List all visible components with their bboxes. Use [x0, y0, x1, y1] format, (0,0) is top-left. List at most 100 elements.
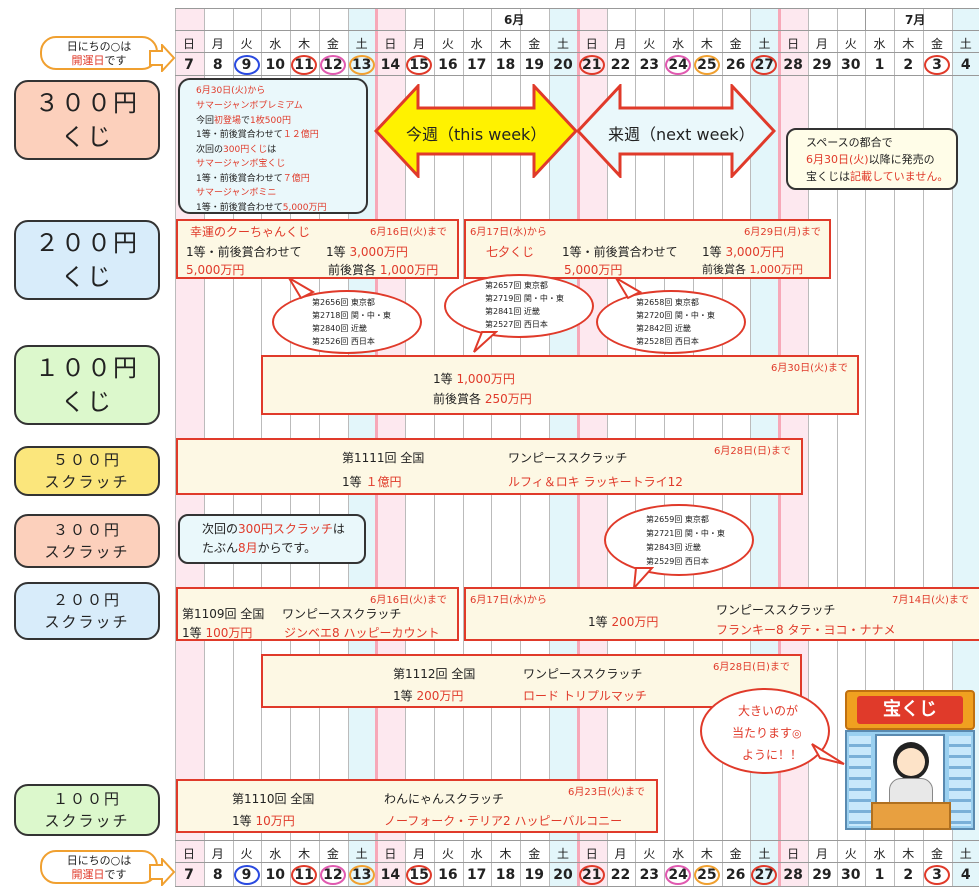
weekday-label: 木	[902, 37, 915, 51]
weekday-label: 月	[815, 37, 828, 51]
legend-lucky-day: 開運日	[71, 54, 105, 67]
weekday-label: 木	[298, 37, 311, 51]
date-label: 22	[610, 867, 631, 883]
date-label: 7	[184, 57, 194, 73]
date-label: 23	[639, 867, 660, 883]
month-june: 6月	[504, 13, 525, 27]
legend-arrow-icon	[149, 44, 176, 72]
lucky-day-circle	[751, 55, 778, 75]
bubble-schedule-3	[596, 290, 746, 354]
date-label: 16	[438, 867, 458, 883]
weekday-label: 月	[614, 847, 627, 861]
bubble-tail-icon	[288, 277, 315, 300]
legend-line1: 日にちの○は	[66, 854, 132, 867]
legend-suffix: です	[104, 868, 127, 881]
day-column	[865, 8, 894, 887]
scratch-200-jinbe: 6月16日(火)まで 第1109回 全国 ワンピーススクラッチ 1等 100万円…	[176, 587, 459, 641]
weekday-label: 日	[787, 847, 800, 861]
weekday-label: 土	[758, 847, 771, 861]
lucky-day-circle	[319, 55, 346, 75]
legend-suffix: です	[104, 54, 127, 67]
lucky-day-circle	[406, 865, 433, 885]
weekday-label: 火	[844, 37, 857, 51]
weekday-label: 木	[700, 847, 713, 861]
wish-line2: 当たります	[732, 726, 793, 740]
weekday-label: 木	[499, 847, 512, 861]
lucky-day-circle	[406, 55, 433, 75]
kuji-100: 6月30日(火)まで 1等 1,000万円 前後賞各 250万円	[261, 355, 859, 415]
wish-line1: 大きいのが	[738, 704, 799, 718]
legend-lucky-day: 開運日	[71, 868, 105, 881]
category-100-kuji: １００円くじ	[14, 345, 160, 425]
bubble-tail-icon	[615, 277, 642, 300]
weekday-label: 日	[787, 37, 800, 51]
category-200-kuji: ２００円くじ	[14, 220, 160, 300]
lucky-day-circle	[924, 865, 951, 885]
weekday-label: 月	[815, 847, 828, 861]
date-label: 2	[903, 867, 914, 883]
lucky-day-circle	[319, 865, 346, 885]
weekday-label: 土	[355, 847, 368, 861]
lucky-day-circle	[348, 865, 375, 885]
lucky-day-circle	[693, 55, 720, 75]
lucky-day-circle	[665, 55, 692, 75]
lucky-day-circle	[233, 865, 260, 885]
bubble-schedule-2	[444, 274, 594, 338]
weekday-label: 土	[959, 37, 972, 51]
weekday-label: 土	[355, 37, 368, 51]
lucky-day-circle	[751, 865, 778, 885]
category-200-scratch: ２００円スクラッチ	[14, 582, 160, 640]
scratch-100: 6月23日(火)まで 第1110回 全国 わんにゃんスクラッチ 1等 10万円 …	[176, 779, 658, 833]
weekday-label: 木	[700, 37, 713, 51]
weekday-label: 水	[470, 37, 483, 51]
booth-sign: 宝くじ	[857, 696, 963, 724]
weekday-label: 土	[959, 847, 972, 861]
kuji-200-koun: 幸運のクーちゃんくじ 6月16日(火)まで 1等・前後賞合わせて 1等 3,00…	[176, 219, 459, 279]
bubble-tail-icon	[632, 567, 654, 590]
weekday-label: 水	[672, 37, 685, 51]
weekday-label: 日	[182, 847, 195, 861]
date-label: 26	[725, 57, 746, 73]
weekday-label: 水	[672, 847, 685, 861]
scratch-200-franky: 6月17日(水)から 7月14日(火)まで ワンピーススクラッチ 1等 200万…	[464, 587, 979, 641]
target-icon: ◎	[792, 727, 802, 740]
weekday-label: 火	[643, 37, 656, 51]
date-label: 2	[903, 57, 914, 73]
bubble-schedule-1	[272, 290, 422, 354]
weekday-label: 金	[326, 37, 339, 51]
lucky-day-circle	[578, 55, 605, 75]
weekday-label: 水	[470, 847, 483, 861]
weekday-label: 金	[729, 37, 742, 51]
category-100-scratch: １００円スクラッチ	[14, 784, 160, 836]
next-week-label: 来週（next week）	[608, 125, 755, 144]
scratch-500: 6月28日(日)まで 第1111回 全国 ワンピーススクラッチ 1等 １億円 ル…	[176, 438, 803, 495]
date-label: 10	[265, 57, 286, 73]
rule-top	[175, 8, 979, 9]
category-500-scratch: ５００円スクラッチ	[14, 446, 160, 496]
weekday-label: 金	[528, 847, 541, 861]
lucky-day-circle	[291, 55, 318, 75]
date-label: 28	[783, 867, 803, 883]
date-label: 14	[380, 867, 401, 883]
weekday-label: 日	[585, 847, 598, 861]
day-column	[923, 8, 952, 887]
weekday-label: 月	[413, 37, 426, 51]
lucky-day-circle	[665, 865, 692, 885]
date-label: 18	[495, 57, 516, 73]
weekday-label: 日	[384, 37, 397, 51]
scratch-200-road: 6月28日(日)まで 第1112回 全国 ワンピーススクラッチ 1等 200万円…	[261, 654, 802, 708]
date-label: 14	[380, 57, 401, 73]
space-note: スペースの都合で 6月30日(火)以降に発売の 宝くじは記載していません。	[786, 128, 958, 190]
weekday-label: 月	[614, 37, 627, 51]
date-label: 17	[466, 867, 487, 883]
weekday-label: 水	[269, 37, 282, 51]
date-label: 23	[639, 57, 660, 73]
month-july: 7月	[905, 13, 926, 27]
weekday-label: 日	[585, 37, 598, 51]
date-label: 18	[495, 867, 516, 883]
date-label: 1	[874, 867, 885, 883]
date-label: 29	[812, 867, 832, 883]
date-label: 19	[524, 867, 544, 883]
date-label: 30	[840, 57, 861, 73]
lucky-day-circle	[348, 55, 375, 75]
